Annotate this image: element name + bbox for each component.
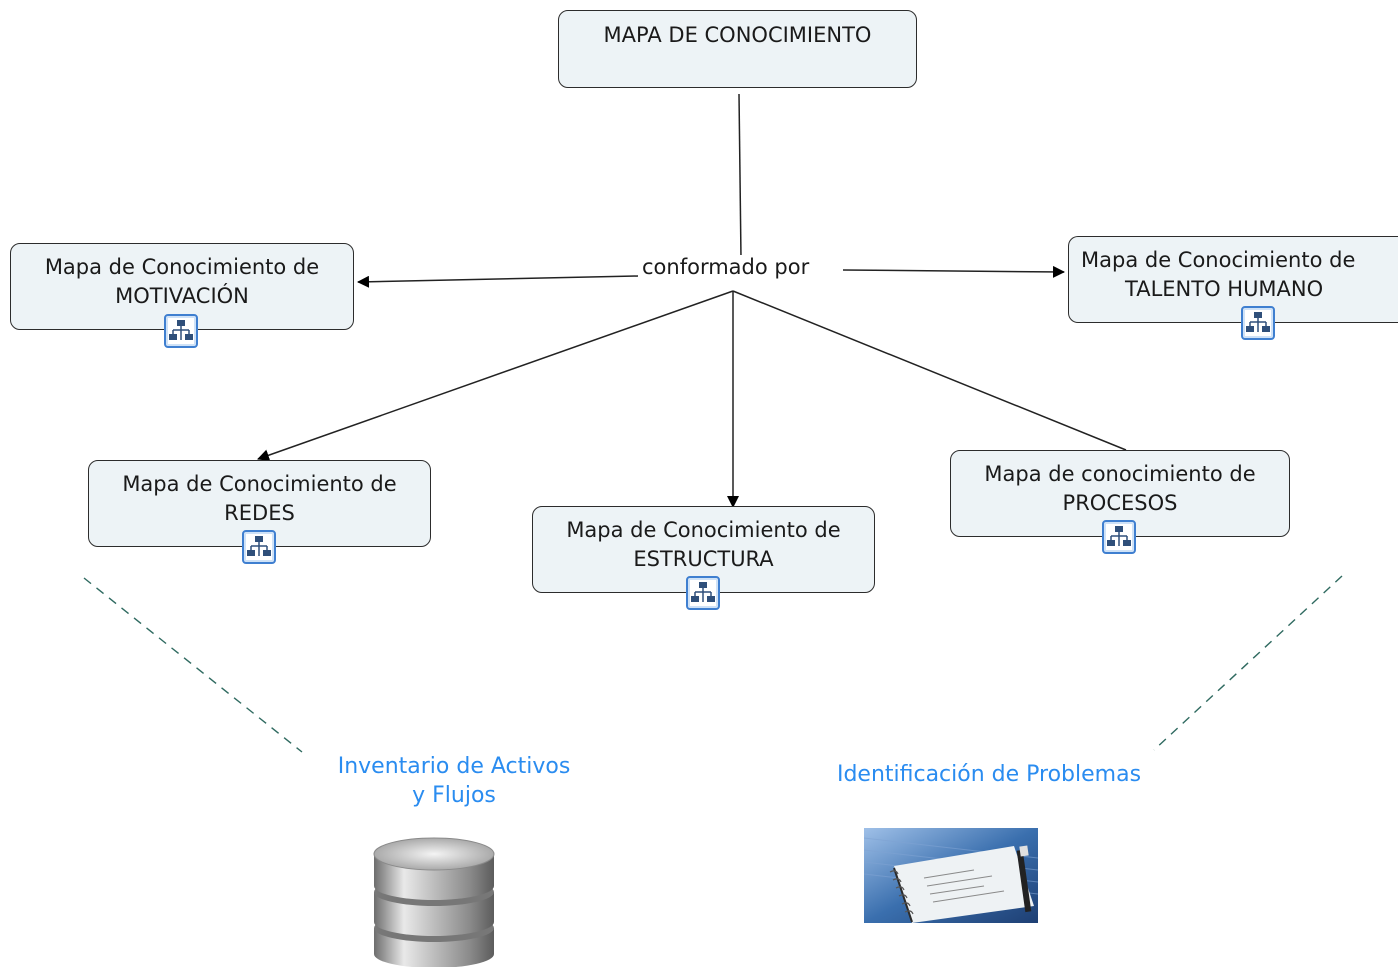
node-estructura-line2: ESTRUCTURA (633, 547, 774, 571)
root-node-label: MAPA DE CONOCIMIENTO (603, 23, 872, 47)
arrow-to-motivacion (357, 275, 639, 288)
node-estructura-line1: Mapa de Conocimiento de (566, 518, 841, 542)
node-motivacion-line2: MOTIVACIÓN (115, 284, 249, 308)
node-procesos-line1: Mapa de conocimiento de (984, 462, 1256, 486)
concept-map-icon[interactable] (241, 530, 276, 564)
resource-inventario-line2: y Flujos (412, 783, 496, 808)
concept-map-icon[interactable] (1241, 306, 1275, 340)
arrow-to-talento (842, 265, 1065, 278)
linking-phrase[interactable]: conformado por (638, 255, 814, 279)
dashed-connector-inventario (83, 577, 303, 753)
root-node[interactable]: MAPA DE CONOCIMIENTO (558, 10, 917, 88)
node-talento-line2: TALENTO HUMANO (1125, 277, 1324, 301)
concept-map-icon[interactable] (164, 314, 198, 348)
node-talento-humano[interactable]: Mapa de Conocimiento de TALENTO HUMANO (1068, 236, 1398, 340)
node-procesos-line2: PROCESOS (1062, 491, 1178, 515)
notebook-image[interactable] (864, 828, 1038, 923)
node-motivacion[interactable]: Mapa de Conocimiento de MOTIVACIÓN (10, 243, 354, 348)
node-redes-line2: REDES (224, 501, 295, 525)
node-talento-line1: Mapa de Conocimiento de (1081, 248, 1356, 272)
node-motivacion-line1: Mapa de Conocimiento de (44, 255, 320, 279)
resource-inventario-label[interactable]: Inventario de Activos y Flujos (318, 752, 590, 810)
resource-inventario-line1: Inventario de Activos (337, 754, 571, 779)
dashed-connector-problemas (1153, 575, 1343, 751)
node-redes[interactable]: Mapa de Conocimiento de REDES (88, 460, 431, 564)
database-icon[interactable] (370, 832, 498, 967)
line-to-procesos (732, 290, 1127, 451)
resource-problemas-label[interactable]: Identificación de Problemas (836, 762, 1142, 787)
arrow-to-redes (257, 290, 734, 461)
concept-map-icon[interactable] (1102, 520, 1136, 554)
node-redes-line1: Mapa de Conocimiento de (122, 472, 397, 496)
node-procesos[interactable]: Mapa de conocimiento de PROCESOS (950, 450, 1290, 554)
node-estructura[interactable]: Mapa de Conocimiento de ESTRUCTURA (532, 506, 875, 610)
root-to-phrase-line (738, 93, 742, 259)
concept-map-icon[interactable] (685, 576, 720, 610)
